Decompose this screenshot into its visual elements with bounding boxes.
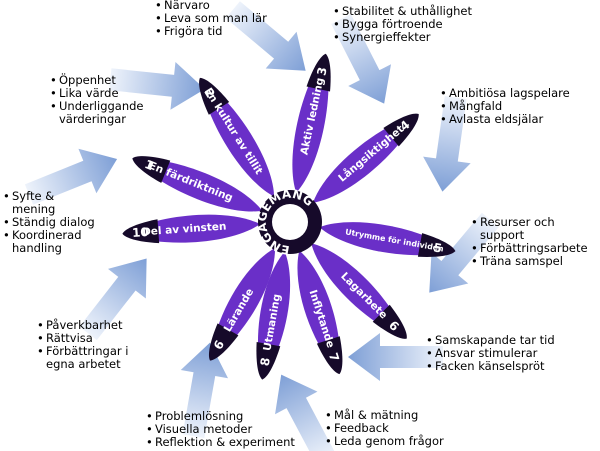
bullet-list-narvaro: Närvaro Leva som man lär Frigöra tid [155, 0, 267, 38]
petal-number: 8 [258, 357, 273, 368]
bullet-item: Underliggande värderingar [50, 100, 160, 126]
bullet-item: Ständig dialog [3, 216, 95, 230]
bullet-item: Reflektion & experiment [146, 436, 295, 450]
bullet-list-mal: Mål & mätning Feedback Leda genom frågor [325, 409, 444, 449]
petal-label: Del av vinsten [142, 220, 227, 238]
petal-tip [372, 304, 407, 339]
petal-number: 3 [314, 66, 329, 77]
petal-tip [306, 53, 331, 92]
center-hub: ENGAGEMANG [255, 187, 322, 257]
bullet-item: Lika värde [50, 87, 160, 101]
petal-tip [316, 336, 343, 375]
bullet-item: Ansvar stimulerar [426, 347, 555, 361]
bullet-item: Visuella metoder [146, 423, 295, 437]
bullet-item: Leda genom frågor [325, 435, 444, 449]
bullet-list-resurser: Resurser och support Förbättringsarbete … [471, 216, 600, 269]
petal-tip [256, 342, 281, 380]
center-core [272, 204, 308, 240]
bullet-item: Öppenhet [50, 74, 160, 88]
petal-number: 7 [326, 351, 342, 363]
petal-tip [199, 77, 230, 115]
bullet-item: Resurser och support [471, 216, 600, 242]
bullet-item: Träna samspel [471, 255, 600, 269]
bullet-list-samskapande: Samskapande tar tid Ansvar stimulerar Fa… [426, 334, 555, 374]
petal-label: Långsiktighet [336, 122, 407, 184]
petal-number: 5 [432, 240, 443, 255]
bullet-item: Mål & mätning [325, 409, 444, 423]
bullet-item: Facken känselspröt [426, 360, 555, 374]
petal-tip [208, 323, 239, 361]
bullet-item: Förbättringsarbete [471, 242, 600, 256]
bullet-item: Stabilitet & uthållighet [333, 5, 472, 19]
bullet-item: Synergieffekter [333, 31, 472, 45]
bullet-item: Koordinerad handling [3, 229, 95, 255]
bullet-item: Frigöra tid [155, 25, 267, 39]
bullet-list-syfte: Syfte & mening Ständig dialog Koordinera… [3, 190, 95, 255]
bullet-item: Närvaro [155, 0, 267, 12]
bullet-list-oppenhet: Öppenhet Lika värde Underliggande värder… [50, 74, 160, 126]
bullet-list-ambitiosa: Ambitiösa lagspelare Mångfald Avlasta el… [440, 87, 570, 127]
bullet-item: Påverkbarhet [37, 319, 155, 333]
petal-tip [132, 156, 171, 183]
bullet-list-paverkbarhet: Påverkbarhet Rättvisa Förbättringar i eg… [37, 319, 155, 371]
bullet-item: Feedback [325, 422, 444, 436]
petal-number: 10 [132, 225, 150, 240]
petal-tip [122, 219, 160, 244]
bullet-item: Rättvisa [37, 332, 155, 346]
bullet-item: Ambitiösa lagspelare [440, 87, 570, 101]
bullet-item: Leva som man lär [155, 12, 267, 26]
bullet-item: Syfte & mening [3, 190, 95, 216]
petal-tip [417, 233, 456, 257]
bullet-item: Förbättringar i egna arbetet [37, 345, 155, 371]
bullet-list-problemlosning: Problemlösning Visuella metoder Reflekti… [146, 410, 295, 450]
bullet-item: Problemlösning [146, 410, 295, 424]
bullet-item: Mångfald [440, 100, 570, 114]
bullet-item: Bygga förtroende [333, 18, 472, 32]
bullet-item: Samskapande tar tid [426, 334, 555, 348]
petal-label: En kultur av tillit [202, 86, 265, 177]
bullet-item: Avlasta eldsjälar [440, 113, 570, 127]
petal-tip [383, 113, 419, 147]
bullet-list-stabilitet: Stabilitet & uthållighet Bygga förtroend… [333, 5, 472, 45]
